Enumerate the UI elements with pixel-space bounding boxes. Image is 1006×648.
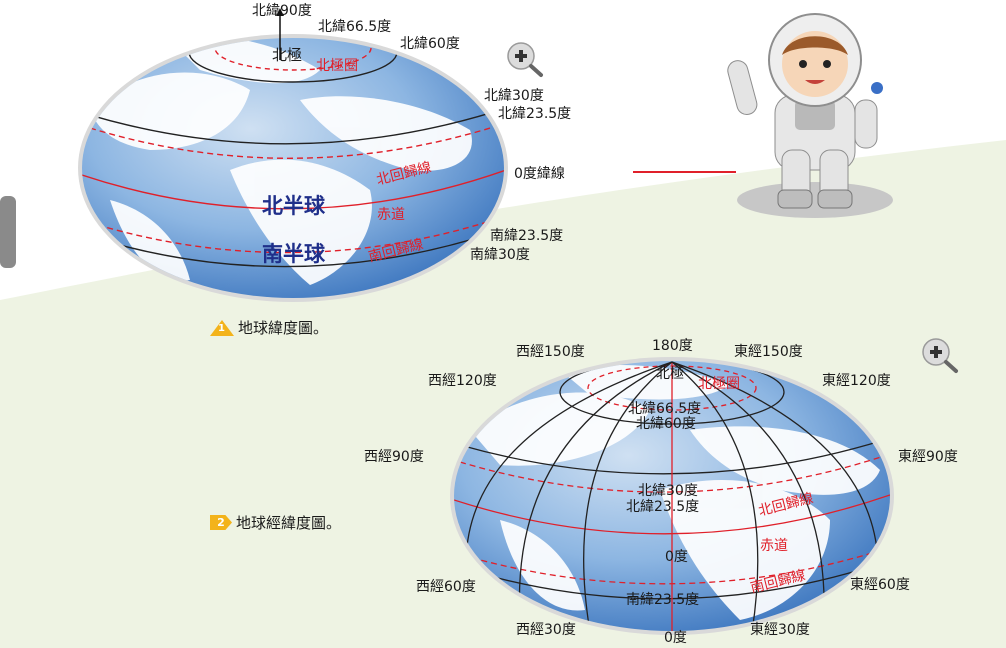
label-north-66-5-2: 北緯66.5度 — [628, 401, 702, 417]
label-north-60-2: 北緯60度 — [636, 416, 696, 432]
label-west-90: 西經90度 — [364, 449, 424, 465]
label-north-pole: 北極 — [272, 46, 303, 64]
label-arctic-circle: 北極圈 — [316, 58, 358, 74]
label-east-120: 東經120度 — [822, 373, 891, 389]
label-north-23-5-2: 北緯23.5度 — [626, 499, 700, 515]
label-equator-2: 赤道 — [760, 538, 788, 554]
label-south-30: 南緯30度 — [470, 247, 530, 263]
zoom-in-icon[interactable] — [507, 42, 543, 77]
label-south-23-5: 南緯23.5度 — [490, 228, 564, 244]
astronaut-illustration — [727, 13, 893, 218]
label-arctic-circle-2: 北極圈 — [698, 376, 740, 392]
zoom-in-icon[interactable] — [922, 338, 958, 373]
caption-latitude-figure: 1 地球緯度圖。 — [210, 317, 328, 338]
label-east-150: 東經150度 — [734, 344, 803, 360]
label-north-66-5: 北緯66.5度 — [318, 19, 392, 35]
label-north-pole-2: 北極 — [656, 366, 684, 382]
label-equator-0: 0度緯線 — [514, 166, 565, 182]
latitude-globe — [78, 8, 508, 302]
lat-long-globe — [450, 357, 894, 635]
label-north-60: 北緯60度 — [400, 36, 460, 52]
figure-number-badge: 1 — [210, 319, 234, 336]
caption-lat-long-figure: 2 地球經緯度圖。 — [210, 512, 341, 533]
side-tab[interactable] — [0, 196, 16, 268]
label-east-90: 東經90度 — [898, 449, 958, 465]
label-east-30: 東經30度 — [750, 622, 810, 638]
label-west-60: 西經60度 — [416, 579, 476, 595]
label-north-30-2: 北緯30度 — [638, 483, 698, 499]
label-east-60: 東經60度 — [850, 577, 910, 593]
label-north-23-5: 北緯23.5度 — [498, 106, 572, 122]
label-northern-hemisphere: 北半球 — [262, 194, 325, 218]
label-west-120: 西經120度 — [428, 373, 497, 389]
caption-text: 地球緯度圖。 — [238, 319, 329, 337]
label-west-30: 西經30度 — [516, 622, 576, 638]
caption-text: 地球經緯度圖。 — [236, 514, 342, 532]
label-west-150: 西經150度 — [516, 344, 585, 360]
label-0-bottom: 0度 — [664, 630, 687, 646]
label-equator: 赤道 — [377, 207, 405, 223]
label-180: 180度 — [652, 338, 693, 354]
label-southern-hemisphere: 南半球 — [262, 242, 325, 266]
label-south-23-5-2: 南緯23.5度 — [626, 592, 700, 608]
label-north-90: 北緯90度 — [252, 3, 312, 19]
figure-number-badge: 2 — [210, 515, 232, 530]
label-north-30: 北緯30度 — [484, 88, 544, 104]
label-0-center: 0度 — [665, 549, 688, 565]
